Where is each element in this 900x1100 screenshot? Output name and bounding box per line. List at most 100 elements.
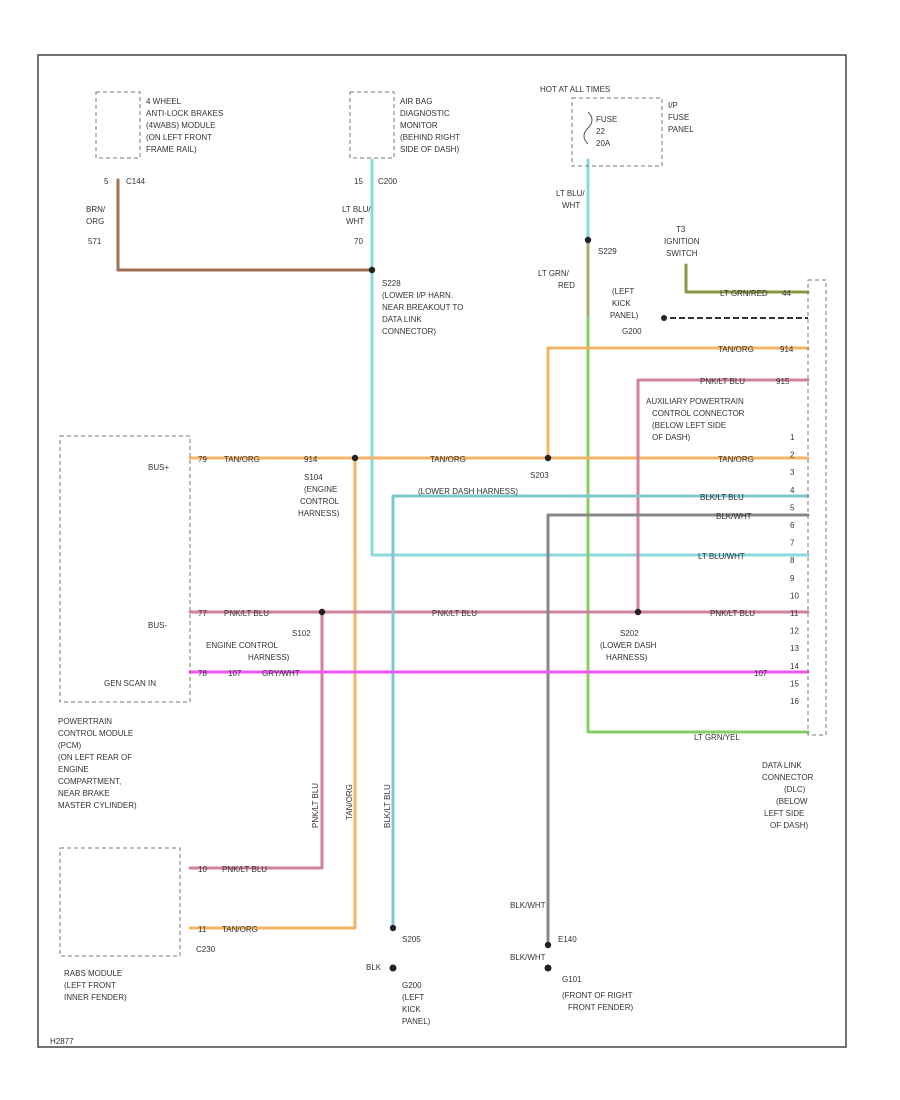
wire-lt-blu-wht-fuse-label-2: WHT <box>562 201 580 210</box>
dlc-pin-3: 3 <box>790 468 795 477</box>
s102-label: S102 <box>292 629 311 638</box>
dlc-label-2: CONNECTOR <box>762 773 814 782</box>
rabs-module-box <box>59 847 181 957</box>
pcm-gen-scan-pin: 78 <box>198 669 207 678</box>
aux-connector-label: AUXILIARY POWERTRAIN <box>646 397 744 406</box>
c230-label: C230 <box>196 945 216 954</box>
dlc-pin-15: 15 <box>790 679 799 688</box>
wire-lt-grn-red-tag: LT GRN/RED <box>720 289 768 298</box>
wire-blk-wht-dlc-label: BLK/WHT <box>716 512 752 521</box>
abs-module-box <box>95 91 141 159</box>
pcm-bus-minus-label: BUS- <box>148 621 167 630</box>
s229-loc-label-4: G200 <box>622 327 642 336</box>
dlc-pin-13: 13 <box>790 644 799 653</box>
s202-dot <box>634 608 642 616</box>
dlc-pin-2: 2 <box>790 451 795 460</box>
wire-lt-blu-wht-label: LT BLU/ <box>342 205 371 214</box>
fuse-number: 22 <box>596 127 605 136</box>
wire-107-dlc-label: 107 <box>754 669 768 678</box>
ignition-switch-label-3: SWITCH <box>666 249 698 258</box>
pcm-label-6: COMPARTMENT, <box>58 777 121 786</box>
wire-lt-blu-wht-label-2: WHT <box>346 217 364 226</box>
wire-pnk-lt-blu-vertical-label: PNK/LT BLU <box>311 783 320 828</box>
abs-module-label-5: FRAME RAIL) <box>146 145 197 154</box>
wire-tan-org-rabs-label: TAN/ORG <box>222 925 258 934</box>
dlc-pin-10: 10 <box>790 591 799 600</box>
pcm-box <box>59 435 191 703</box>
wire-blk-wht <box>546 513 810 947</box>
dlc-label-5: LEFT SIDE <box>764 809 804 818</box>
c200-label: C200 <box>378 177 398 186</box>
fuse-label: FUSE <box>596 115 617 124</box>
fuse-panel-label-2: FUSE <box>668 113 689 122</box>
dlc-pin-14: 14 <box>790 662 799 671</box>
dlc-pin-7: 7 <box>790 539 795 548</box>
wire-tan-org-rabs <box>188 456 357 930</box>
ign-pin: 44 <box>782 289 791 298</box>
pcm-label-7: NEAR BRAKE <box>58 789 110 798</box>
wire-blk-lt-blu-dlc-label: BLK/LT BLU <box>700 493 744 502</box>
wire-blk-g200-label: BLK <box>366 963 382 972</box>
wire-gry-wht-label: GRY/WHT <box>262 669 300 678</box>
ignition-switch-label: T3 <box>676 225 686 234</box>
s228-label-3: NEAR BREAKOUT TO <box>382 303 463 312</box>
s104-label-4: HARNESS) <box>298 509 340 518</box>
g200-ground-icon <box>389 964 397 972</box>
s228-label-5: CONNECTOR) <box>382 327 436 336</box>
c144-label: C144 <box>126 177 146 186</box>
fuse-rating: 20A <box>596 139 611 148</box>
splice-dots <box>318 236 808 972</box>
wire-tan-org-dlc-label: TAN/ORG <box>718 455 754 464</box>
rabs-pin-b: 11 <box>198 925 207 934</box>
pcm-gen-scan-label: GEN SCAN IN <box>104 679 156 688</box>
pcm-label-3: (PCM) <box>58 741 81 750</box>
dlc-pin-4: 4 <box>790 486 795 495</box>
wire-pnk-lt-blu-aux <box>636 378 810 614</box>
s202-label: S202 <box>620 629 639 638</box>
pcm-bus-plus-label: BUS+ <box>148 463 169 472</box>
wire-blk-wht-ground-label: BLK/WHT <box>510 901 546 910</box>
dlc-pin-8: 8 <box>790 556 795 565</box>
aux-connector-label-4: OF DASH) <box>652 433 691 442</box>
dlc-label: DATA LINK <box>762 761 802 770</box>
s104-label: S104 <box>304 473 323 482</box>
hot-at-all-times-label: HOT AT ALL TIMES <box>540 85 610 94</box>
wire-tan-org-pcm-num: 914 <box>304 455 318 464</box>
wire-lt-grn-red-label-2: RED <box>558 281 575 290</box>
s205-dot <box>389 924 397 932</box>
s229-kick-dot <box>661 315 667 321</box>
s203-label: S203 <box>530 471 549 480</box>
g101-label-3: FRONT FENDER) <box>568 1003 634 1012</box>
s104-label-2: (ENGINE <box>304 485 337 494</box>
rabs-module-label-2: (LEFT FRONT <box>64 981 116 990</box>
c200-pin: 15 <box>354 177 363 186</box>
e140-label: E140 <box>558 935 577 944</box>
dlc-label-4: (BELOW <box>776 797 808 806</box>
dlc-pin-6: 6 <box>790 521 795 530</box>
pcm-bus-minus-pin: 77 <box>198 609 207 618</box>
airbag-monitor-box <box>349 91 395 159</box>
s104-label-3: CONTROL <box>300 497 340 506</box>
dlc-label-6: OF DASH) <box>770 821 809 830</box>
wire-lt-blu-wht-airbag <box>370 158 810 557</box>
wire-blk-wht-g101-label: BLK/WHT <box>510 953 546 962</box>
s228-label-2: (LOWER I/P HARN. <box>382 291 453 300</box>
wire-pnk-lt-blu-aux-num: 915 <box>776 377 790 386</box>
pcm-label-4: (ON LEFT REAR OF <box>58 753 132 762</box>
wire-pnk-lt-blu-dlc-label: PNK/LT BLU <box>710 609 755 618</box>
wire-brn-org <box>116 178 374 272</box>
dlc-pin-12: 12 <box>790 627 799 636</box>
airbag-monitor-label: AIR BAG <box>400 97 432 106</box>
wire-tan-org-mid-label: TAN/ORG <box>430 455 466 464</box>
s102-dot <box>318 608 326 616</box>
g101-ground-icon <box>544 964 552 972</box>
rabs-pin-a: 10 <box>198 865 207 874</box>
s102-label-2: ENGINE CONTROL <box>206 641 279 650</box>
wire-tan-org-pcm-label: TAN/ORG <box>224 455 260 464</box>
wire-pnk-lt-blu-mid-label: PNK/LT BLU <box>432 609 477 618</box>
rabs-module-label: RABS MODULE <box>64 969 122 978</box>
abs-module-label: 4 WHEEL <box>146 97 182 106</box>
dlc-label-3: (DLC) <box>784 785 806 794</box>
dlc-pin-16: 16 <box>790 697 799 706</box>
